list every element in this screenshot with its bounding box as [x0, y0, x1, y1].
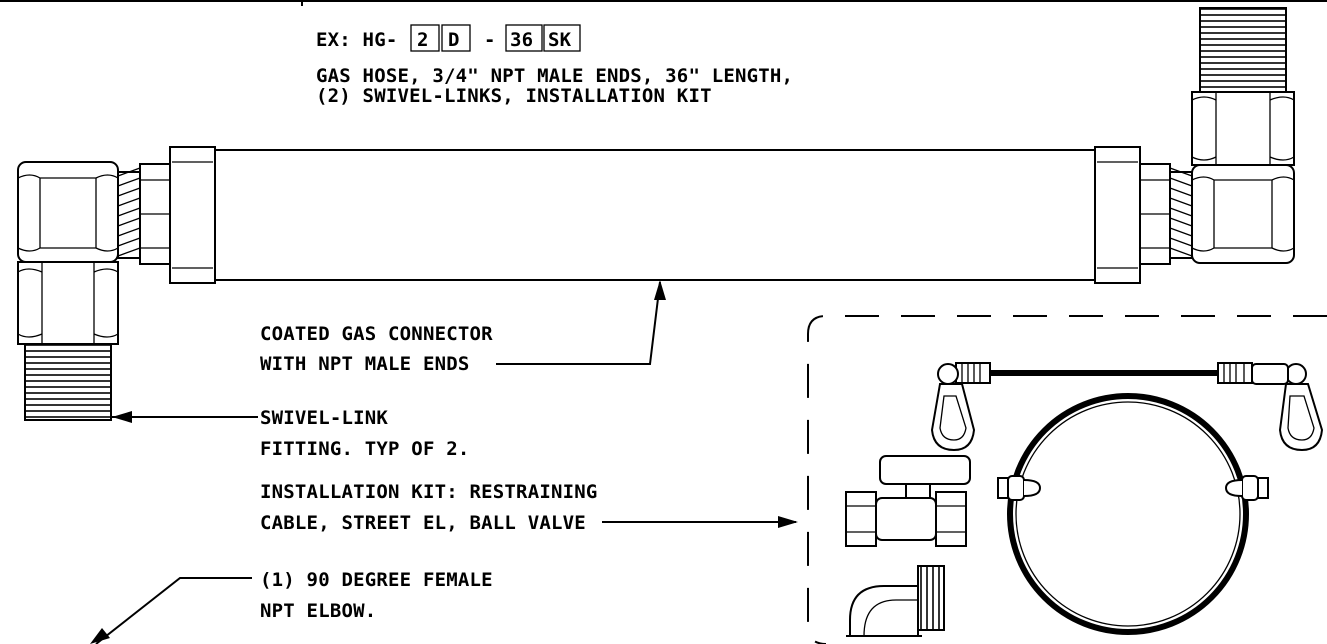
callout-swivel-line-2: FITTING. TYP OF 2.	[260, 438, 470, 460]
callout-connector-line-2: WITH NPT MALE ENDS	[260, 353, 470, 375]
swivel-link-left	[17, 161, 171, 421]
leader-swivel	[112, 411, 258, 423]
example-part-number: EX: HG- 2 D - 36 SK	[316, 24, 581, 52]
callout-elbow-line-1: (1) 90 DEGREE FEMALE	[260, 569, 493, 591]
example-prefix: EX: HG-	[316, 29, 397, 51]
leader-elbow	[90, 577, 252, 644]
callout-connector-line-1: COATED GAS CONNECTOR	[260, 323, 493, 345]
hose-collar-right	[1094, 146, 1141, 284]
ball-valve	[845, 455, 971, 547]
description-line-1: GAS HOSE, 3/4" NPT MALE ENDS, 36" LENGTH…	[316, 65, 793, 87]
callout-kit-line-2: CABLE, STREET EL, BALL VALVE	[260, 512, 586, 534]
snap-hook-left	[930, 383, 976, 452]
example-box-3: 36	[510, 29, 533, 51]
coated-gas-connector	[169, 146, 1141, 284]
cable-clamp-left	[997, 475, 1042, 501]
description-line-2: (2) SWIVEL-LINKS, INSTALLATION KIT	[316, 85, 712, 107]
cable-clamp-right	[1224, 475, 1269, 501]
example-box-2-frame	[441, 24, 471, 52]
hose-body	[214, 149, 1096, 281]
example-box-4: SK	[548, 29, 572, 51]
leader-connector	[496, 280, 666, 365]
street-elbow	[846, 565, 945, 637]
snap-hook-right	[1278, 383, 1324, 452]
swivel-link-right	[1139, 7, 1295, 265]
example-box-4-frame	[543, 24, 581, 52]
hose-collar-left	[169, 146, 216, 284]
restraining-cable	[937, 362, 1307, 635]
example-box-3-frame	[505, 24, 543, 52]
example-box-1: 2	[417, 29, 429, 51]
callout-elbow-line-2: NPT ELBOW.	[260, 600, 376, 622]
leader-kit	[602, 516, 798, 528]
example-box-2: D	[448, 29, 460, 51]
callout-swivel-line-1: SWIVEL-LINK	[260, 407, 388, 429]
installation-kit-box	[807, 315, 1327, 644]
example-box-1-frame	[410, 24, 440, 52]
callout-kit-line-1: INSTALLATION KIT: RESTRAINING	[260, 481, 598, 503]
example-dash: -	[484, 29, 496, 51]
